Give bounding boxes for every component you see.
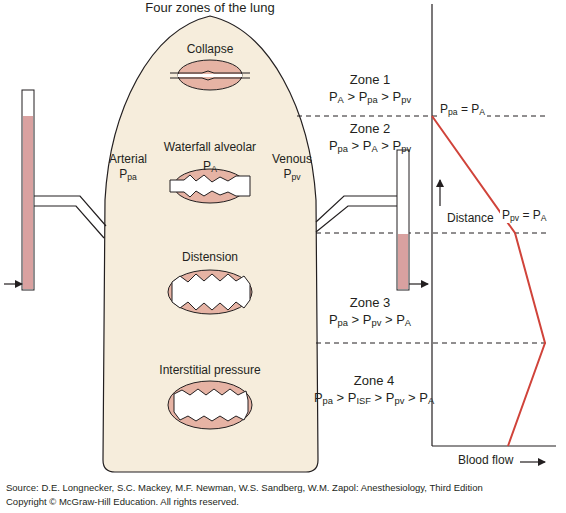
zone-formula: Ppa > PISF > Ppv > PA <box>314 391 434 406</box>
zone-boundaries <box>297 116 548 343</box>
blood-flow-curve <box>432 116 545 446</box>
venous-manometer <box>316 150 428 290</box>
pressure-label: PA <box>203 160 217 174</box>
zone-name: Zone 2 <box>350 122 390 137</box>
region-label: Distension <box>182 251 238 265</box>
graph-axes <box>432 4 556 462</box>
zone-name: Zone 4 <box>354 374 394 389</box>
region-label: Waterfall alveolar <box>164 141 256 155</box>
vessel-label: Venous <box>272 153 312 167</box>
zone-formula: Ppa > Ppv > PA <box>329 313 411 328</box>
axis-label: Blood flow <box>458 454 513 468</box>
zone-name: Zone 1 <box>350 73 390 88</box>
arterial-manometer <box>4 90 106 290</box>
curve-point-label: Ppv = PA <box>500 209 549 223</box>
curve-point-label: Ppa = PA <box>438 103 487 117</box>
diagram-title: Four zones of the lung <box>145 1 274 16</box>
source-note: Source: D.E. Longnecker, S.C. Mackey, M.… <box>6 483 483 494</box>
axis-label: Distance <box>445 212 496 226</box>
pressure-label: Ppa <box>119 168 137 182</box>
zone-formula: PA > Ppa > Ppv <box>329 90 411 105</box>
vessel-label: Arterial <box>109 153 147 167</box>
region-label: Interstitial pressure <box>159 364 260 378</box>
copyright-note: Copyright © McGraw-Hill Education. All r… <box>6 497 239 508</box>
zone-formula: Ppa > PA > Ppv <box>329 139 411 154</box>
zone-name: Zone 3 <box>350 296 390 311</box>
pressure-label: Ppv <box>283 168 300 182</box>
lung-outline <box>103 16 318 472</box>
region-label: Collapse <box>187 43 234 57</box>
